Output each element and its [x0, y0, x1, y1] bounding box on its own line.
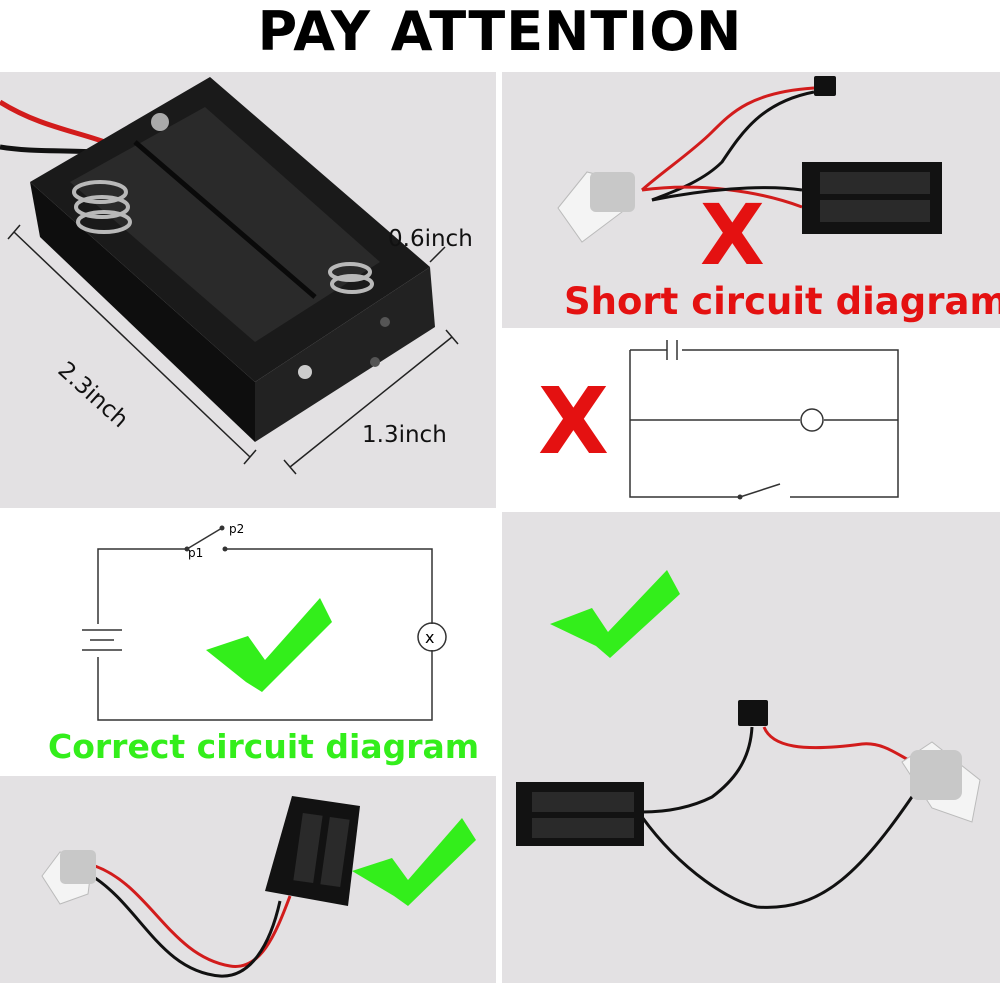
switch-p2-label: p2	[229, 522, 245, 536]
short-circuit-x-mark: X	[700, 186, 765, 284]
short-circuit-schematic-panel: X x	[502, 332, 1000, 508]
check-icon	[352, 818, 476, 906]
short-circuit-photo-panel: X Short circuit diagram	[502, 72, 1000, 328]
check-icon	[206, 598, 332, 692]
switch-p1-label: p1	[188, 546, 204, 560]
correct-circuit-caption: Correct circuit diagram	[48, 727, 480, 766]
battery-holder-illustration	[0, 77, 459, 475]
page-title: PAY ATTENTION	[257, 0, 743, 63]
correct-wiring-illustration-left	[41, 796, 476, 978]
lamp-symbol-label: x	[425, 628, 435, 647]
correct-circuit-schematic	[82, 525, 447, 721]
short-circuit-schematic	[629, 340, 899, 500]
check-icon	[550, 570, 680, 658]
correct-wiring-photo-panel-left	[0, 776, 496, 983]
correct-circuit-schematic-panel: p1 p2 x Correct circuit diagram	[0, 512, 496, 774]
short-circuit-wiring-illustration	[557, 76, 942, 243]
width-dimension-label: 1.3inch	[362, 422, 447, 448]
correct-wiring-photo-panel-right	[502, 512, 1000, 983]
height-dimension-label: 0.6inch	[388, 226, 473, 252]
correct-wiring-illustration-right	[516, 570, 981, 909]
cross-icon: X	[538, 368, 609, 475]
battery-holder-dimensions-panel: 0.6inch 2.3inch 1.3inch	[0, 72, 496, 508]
short-circuit-caption: Short circuit diagram	[564, 280, 1000, 323]
